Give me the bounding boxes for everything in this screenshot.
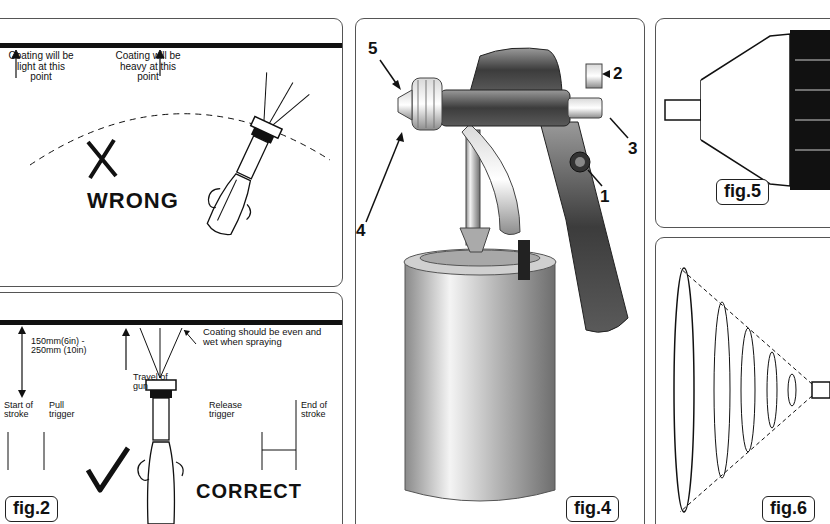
figure-label: fig.6 [762, 496, 815, 522]
figure-panel: fig.5 [655, 18, 830, 228]
annotation: 150mm(6in) - 250mm (10in) [31, 337, 101, 356]
callout-number: 2 [613, 65, 622, 82]
annotation: Coating should be even and wet when spra… [203, 327, 331, 347]
figure-number: fig.6 [770, 498, 807, 519]
verdict-text: WRONG [87, 189, 179, 212]
annotation: End of stroke [301, 401, 337, 420]
figure-label: fig.4 [566, 496, 619, 522]
figure-panel: 150mm(6in) - 250mm (10in) Coating should … [0, 292, 343, 524]
spray-gun [366, 48, 628, 501]
air-cap [665, 30, 830, 190]
figure-number: fig.5 [724, 181, 761, 202]
figure-panel: fig.6 [655, 237, 830, 524]
annotation: Coating will be light at this point [5, 51, 77, 83]
annotation: Coating will be heavy at this point [109, 51, 187, 83]
callout-number: 3 [628, 140, 637, 157]
annotation: Pull trigger [49, 401, 89, 420]
annotation: Travel of gun [133, 373, 173, 392]
callout-number: 5 [368, 40, 377, 57]
figure-panel: fig.4 [355, 18, 645, 524]
annotation: Release trigger [209, 401, 257, 420]
figure-label: fig.2 [5, 496, 58, 522]
figure-panel: Coating will be light at this point Coati… [0, 18, 343, 287]
correct-sketch [0, 320, 343, 524]
figure-number: fig.2 [13, 498, 50, 519]
wrong-sketch [0, 43, 343, 243]
spray-pattern [674, 268, 830, 512]
callout-number: 1 [600, 188, 609, 205]
figure-label: fig.5 [716, 179, 769, 205]
figure-number: fig.4 [574, 498, 611, 519]
verdict-text: CORRECT [196, 481, 302, 502]
annotation: Start of stroke [4, 401, 38, 420]
callout-number: 4 [356, 222, 365, 239]
